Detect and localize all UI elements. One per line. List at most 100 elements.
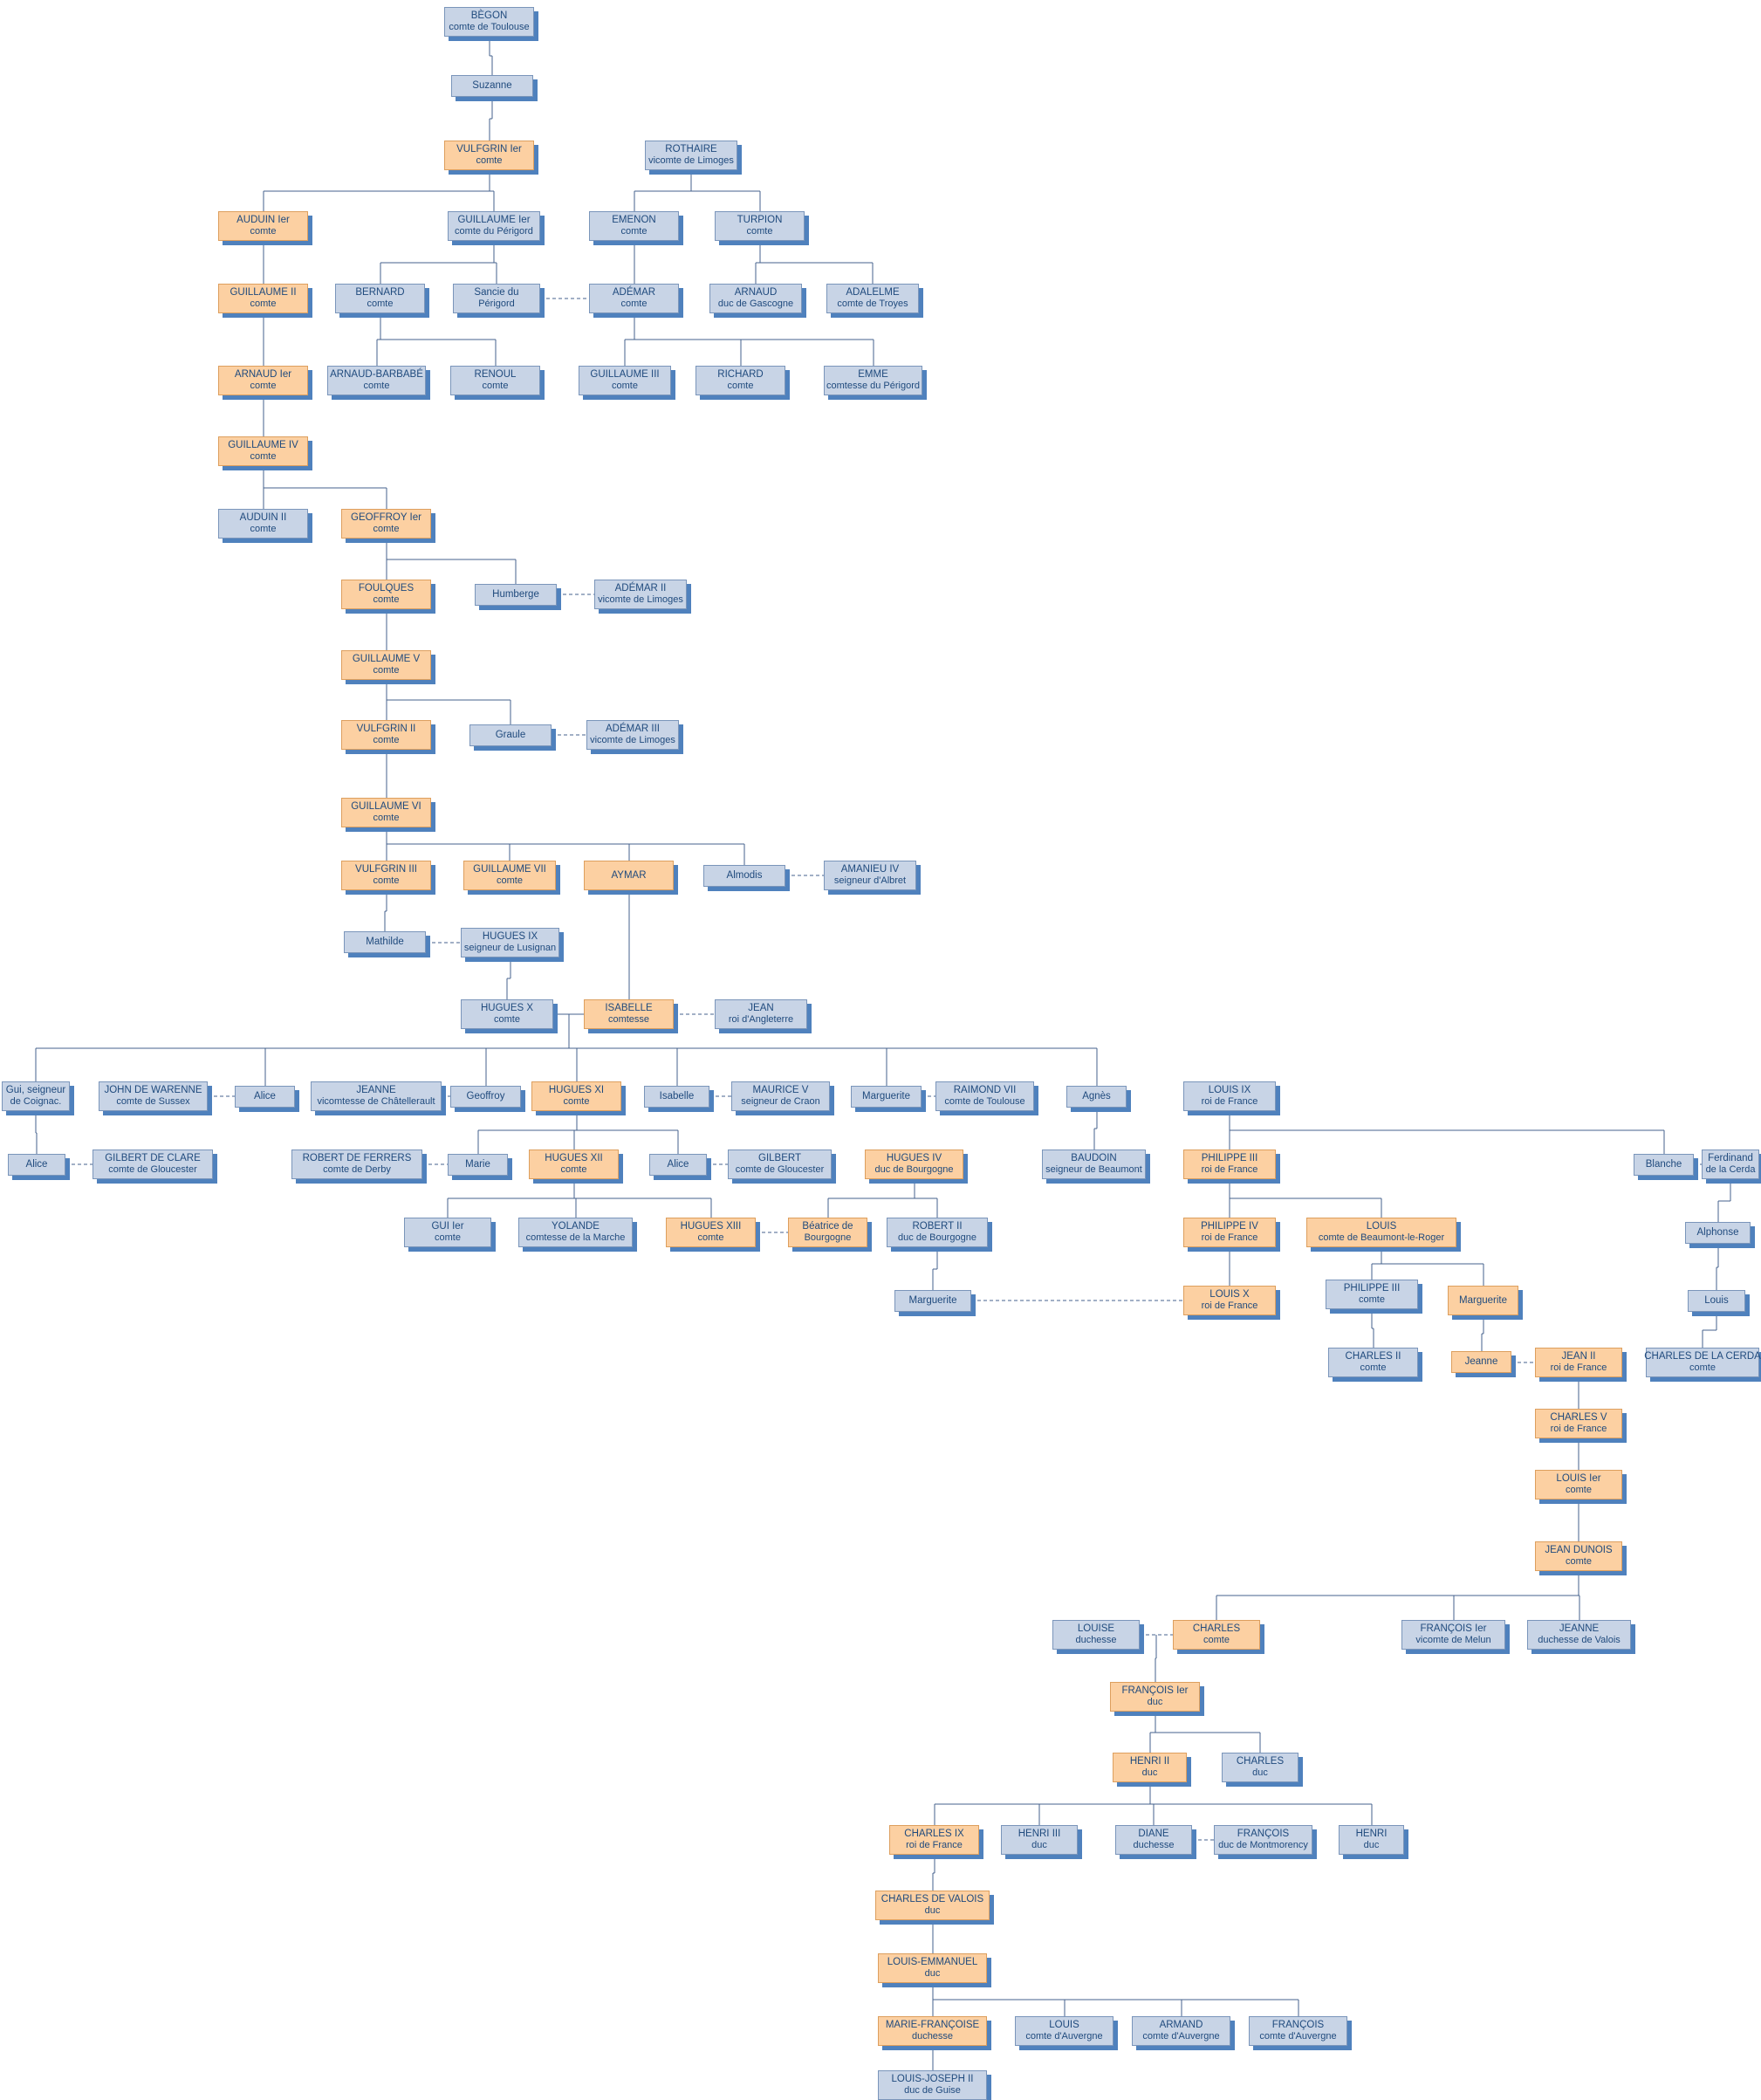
node-title-label: comte de Sussex bbox=[116, 1096, 190, 1108]
node-title-label: duchesse bbox=[1075, 1635, 1117, 1646]
node-name-label: HUGUES XII bbox=[545, 1153, 603, 1164]
node-title-label: duc bbox=[1363, 1840, 1380, 1851]
node-title-label: roi de France bbox=[1550, 1362, 1607, 1374]
node-title-label: duc de Guise bbox=[904, 2085, 961, 2097]
node-name-label: FOULQUES bbox=[358, 583, 415, 594]
node-title-label: comte bbox=[373, 665, 400, 676]
node-title-label: comte bbox=[250, 381, 277, 392]
node-name-label: FRANÇOIS bbox=[1271, 2020, 1325, 2031]
node-name-label: GEOFFROY Ier bbox=[351, 512, 421, 524]
node-name-label: Isabelle bbox=[659, 1091, 695, 1102]
node-title-label: seigneur de Lusignan bbox=[463, 943, 557, 954]
node-title-label: duc de Bourgogne bbox=[898, 1232, 976, 1244]
node-name-label: CHARLES DE VALOIS bbox=[880, 1894, 984, 1905]
node-title-label: comte bbox=[697, 1232, 724, 1244]
node-title-label: duc de Montmorency bbox=[1218, 1840, 1308, 1851]
node-title-label: comte bbox=[497, 875, 523, 887]
node-title-label: roi de France bbox=[1201, 1096, 1258, 1108]
node-name-label: HUGUES IV bbox=[886, 1153, 942, 1164]
node-name-label: GILBERT DE CLARE bbox=[105, 1153, 201, 1164]
node-name-label: AUDUIN Ier bbox=[236, 215, 290, 226]
node-name-label: ARNAUD bbox=[734, 287, 778, 299]
node-name-label: GUILLAUME II bbox=[230, 287, 297, 299]
node-name-label: MAURICE V bbox=[752, 1085, 809, 1096]
node-almodis: Almodis bbox=[703, 865, 785, 887]
node-title-label: comte d'Auvergne bbox=[1259, 2031, 1337, 2042]
node-title-label: comte bbox=[1689, 1362, 1716, 1374]
node-name-label: LOUIS-JOSEPH II bbox=[891, 2074, 974, 2085]
node-name-label: LOUIS-EMMANUEL bbox=[887, 1957, 978, 1968]
node-title-label: duchesse de Valois bbox=[1538, 1635, 1621, 1646]
node-name-label: Almodis bbox=[726, 870, 763, 882]
node-name-label: HUGUES XI bbox=[548, 1085, 605, 1096]
node-title-label: comte bbox=[476, 155, 503, 167]
node-name-label: VULFGRIN Ier bbox=[456, 144, 522, 155]
node-name-label: VULFGRIN III bbox=[355, 864, 417, 875]
node-name-label: ADÉMAR III bbox=[606, 724, 660, 735]
node-name-label: Blanche bbox=[1645, 1159, 1682, 1170]
node-name-label: AUDUIN II bbox=[239, 512, 287, 524]
node-louis_cerda: Louis bbox=[1688, 1290, 1745, 1312]
node-name-label: Graule bbox=[495, 730, 526, 741]
node-title-label: comte bbox=[250, 524, 277, 535]
node-name-label: PHILIPPE III bbox=[1201, 1153, 1258, 1164]
node-title-label: comte bbox=[250, 299, 277, 310]
node-title-label: comte d'Auvergne bbox=[1142, 2031, 1220, 2042]
node-name-label: ISABELLE bbox=[605, 1003, 653, 1014]
node-name-label: Marie bbox=[465, 1159, 490, 1170]
node-title-label: roi de France bbox=[1550, 1424, 1607, 1435]
node-name-label: GUILLAUME V bbox=[352, 654, 421, 665]
node-title-label: comte bbox=[560, 1164, 587, 1176]
node-title-label: comtesse du Périgord bbox=[826, 381, 920, 392]
node-title-label: de Coignac. bbox=[10, 1096, 62, 1108]
node-name-label: JEAN bbox=[748, 1003, 774, 1014]
node-name-label: BAUDOIN bbox=[1071, 1153, 1117, 1164]
node-name-label: ROBERT II bbox=[912, 1221, 963, 1232]
node-name-label: ADALELME bbox=[846, 287, 900, 299]
node-title-label: vicomte de Limoges bbox=[590, 735, 675, 746]
node-title-label: duc de Gascogne bbox=[717, 299, 794, 310]
node-name-label: Marguerite bbox=[862, 1091, 910, 1102]
node-name-label: EMENON bbox=[612, 215, 656, 226]
node-title-label: duchesse bbox=[911, 2031, 954, 2042]
node-title-label: roi d'Angleterre bbox=[728, 1014, 794, 1026]
node-name-label: JEAN DUNOIS bbox=[1545, 1545, 1613, 1556]
node-title-label: duc de Bourgogne bbox=[874, 1164, 954, 1176]
node-title-label: comte de Gloucester bbox=[735, 1164, 825, 1176]
node-name-label: BERNARD bbox=[355, 287, 405, 299]
node-title-label: comte bbox=[1566, 1485, 1592, 1496]
node-name-label: FRANÇOIS Ier bbox=[1121, 1685, 1189, 1697]
node-name-label: GUILLAUME VI bbox=[351, 801, 421, 813]
node-title-label: vicomte de Limoges bbox=[648, 155, 734, 167]
node-name-label: Alice bbox=[667, 1159, 689, 1170]
node-blanche: Blanche bbox=[1634, 1154, 1694, 1176]
node-name-label: YOLANDE bbox=[552, 1221, 600, 1232]
